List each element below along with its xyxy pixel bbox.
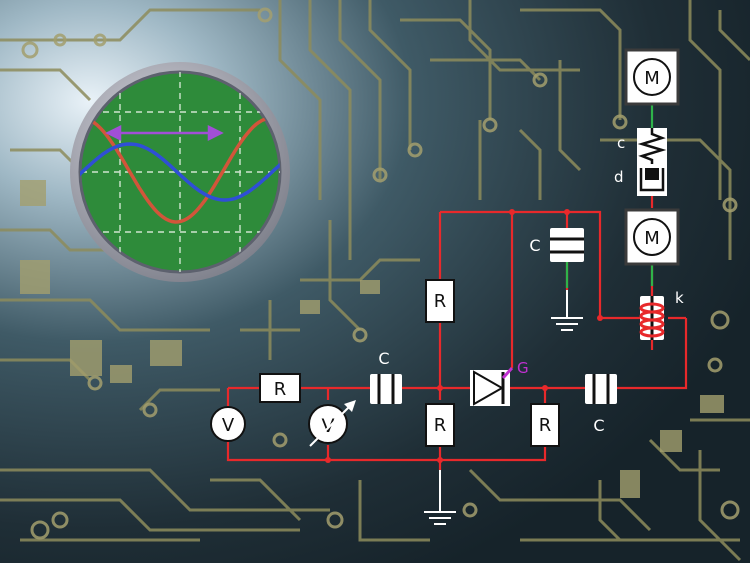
capacitor-left: C (370, 349, 402, 404)
thyristor: G (470, 359, 529, 406)
motor-top-label: M (644, 68, 660, 89)
pcb-vias (21, 7, 740, 540)
capacitor-top-label: C (529, 236, 540, 255)
resistor-right: R (530, 403, 560, 447)
resistor-series: R (259, 373, 301, 403)
voltmeter-left: V (210, 406, 246, 442)
green-links (565, 105, 654, 288)
blue-waveform (80, 142, 280, 202)
spring-label: c (617, 134, 625, 152)
voltmeter-left-label: V (222, 415, 235, 436)
spring: c (617, 128, 667, 164)
ground-symbol-bottom (424, 470, 456, 525)
capacitor-left-label: C (378, 349, 389, 368)
capacitor-right: C (585, 374, 617, 435)
circuit-wires (226, 195, 688, 470)
resistor-right-label: R (539, 415, 552, 436)
resistor-bottom-label: R (434, 415, 447, 436)
junction-dots (325, 209, 603, 463)
red-waveform (80, 116, 280, 224)
resistor-top-label: R (434, 291, 447, 312)
oscilloscope (70, 62, 290, 282)
oscilloscope-grid (80, 72, 280, 272)
capacitor-right-label: C (593, 416, 604, 435)
motor-bottom: M (624, 208, 680, 266)
coil-label: k (675, 289, 684, 307)
damper-label: d (614, 168, 624, 186)
thyristor-gate-label: G (517, 359, 529, 377)
coil: k (639, 289, 684, 340)
resistor-series-label: R (274, 379, 287, 400)
resistor-top: R (425, 279, 455, 323)
capacitor-top: C (529, 228, 584, 262)
motor-bottom-label: M (644, 228, 660, 249)
ground-symbol-top (551, 290, 583, 331)
voltmeter-variable: V (308, 400, 356, 447)
damper: d (614, 164, 667, 196)
resistor-bottom: R (425, 403, 455, 447)
phase-shift-arrow (105, 124, 224, 142)
motor-top: M (624, 48, 680, 106)
pcb-pads (20, 180, 724, 498)
thyristor-gate-lead (501, 366, 514, 380)
